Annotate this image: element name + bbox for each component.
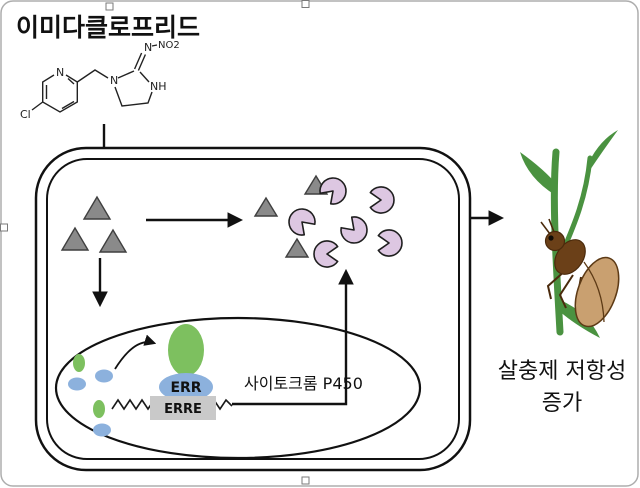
insecticide-triangle-cluster xyxy=(60,195,128,253)
detox-enzyme-icon xyxy=(319,177,347,205)
erre-label: ERRE xyxy=(164,402,202,417)
plant-leaf xyxy=(589,130,618,170)
err-protein-small-icon xyxy=(68,377,86,391)
erre-element-box xyxy=(150,396,216,420)
p450-gene-label: 사이토크롬 P450 xyxy=(244,374,363,393)
nucleus xyxy=(54,316,422,460)
detox-enzyme-icon xyxy=(288,208,316,236)
detox-enzyme-icon xyxy=(340,216,368,244)
insecticide-molecule-icon xyxy=(284,237,310,258)
diagram-title: 이미다클로프리드 xyxy=(16,13,200,42)
coactivator-small-icon xyxy=(73,354,85,372)
insect-head xyxy=(544,230,566,252)
insecticide-molecule-icon xyxy=(253,196,279,217)
insect-wing xyxy=(574,256,620,328)
insecticide-molecule-icon xyxy=(82,195,112,220)
atom-label-ring-n: N xyxy=(110,74,118,87)
coactivator-protein-icon xyxy=(168,324,204,376)
insect-eye xyxy=(548,235,554,241)
arrow-transcription-to-enzymes xyxy=(232,268,354,406)
selection-handle-left-middle[interactable] xyxy=(0,223,8,232)
coactivator-small-icon xyxy=(93,400,105,418)
selection-handle-top-left[interactable] xyxy=(105,2,114,11)
atom-label-imine-n: N xyxy=(144,41,152,54)
detox-enzyme-icon xyxy=(377,229,403,257)
arrow-protein-recruitment xyxy=(114,334,157,370)
resistance-text-line1: 살충제 저항성 xyxy=(498,359,626,384)
planthopper-icon xyxy=(540,218,620,328)
insect-leg xyxy=(546,269,567,300)
atom-label-nitro: NO2 xyxy=(158,40,180,51)
atom-label-pyridine-n: N xyxy=(56,66,64,79)
atom-label-nh: NH xyxy=(150,80,167,93)
insecticide-molecule-icon xyxy=(60,226,90,251)
err-protein xyxy=(159,373,213,401)
selection-handle-bottom-center[interactable] xyxy=(301,476,310,485)
insect-wing-vein xyxy=(583,261,605,323)
nuclear-proteins xyxy=(68,354,113,437)
insect-leg xyxy=(558,274,574,309)
insecticide-molecule-icon xyxy=(98,228,128,253)
err-label: ERR xyxy=(170,380,201,396)
insect-antenna xyxy=(540,221,551,235)
atom-label-chlorine: Cl xyxy=(20,108,31,121)
err-protein-small-icon xyxy=(95,369,113,383)
detox-enzyme-icon xyxy=(369,186,395,214)
insect-antenna xyxy=(548,218,555,233)
err-protein-small-icon xyxy=(93,423,111,437)
detox-enzyme-cluster xyxy=(253,174,403,268)
selection-handle-top-center[interactable] xyxy=(301,0,310,8)
plant-leaf xyxy=(520,152,557,195)
detox-enzyme-icon xyxy=(313,240,339,268)
resistance-text-line2: 증가 xyxy=(542,391,582,416)
imidacloprid-structure: N Cl N NH N NO2 xyxy=(20,40,180,121)
